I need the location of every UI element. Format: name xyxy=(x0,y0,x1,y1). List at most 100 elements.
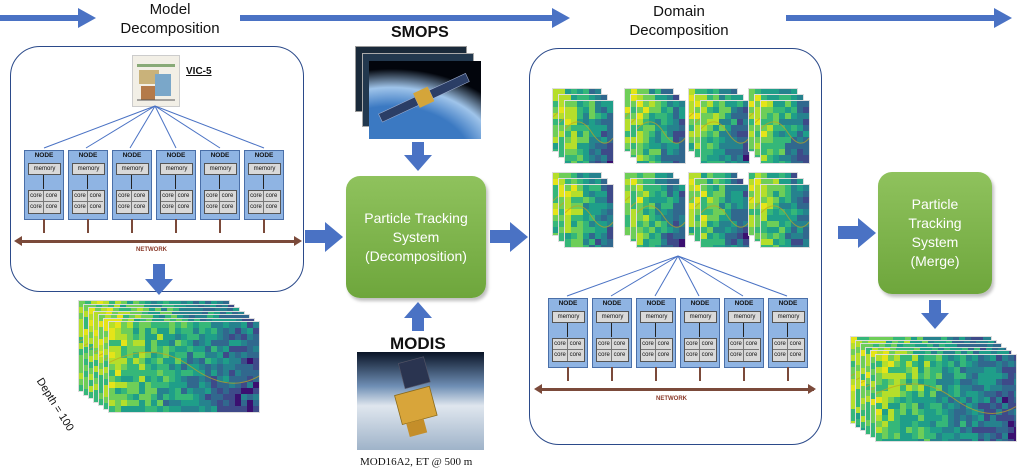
core-cell: core xyxy=(641,339,656,350)
top-arrow-2 xyxy=(240,15,552,21)
memory-block: memory xyxy=(160,163,193,175)
core-cell: core xyxy=(205,191,220,202)
memory-block: memory xyxy=(596,311,629,323)
node-label: NODE xyxy=(34,152,54,159)
top-arrow-1-head xyxy=(78,8,96,28)
modis-label: MODIS xyxy=(390,334,446,353)
core-cell: core xyxy=(161,191,176,202)
memory-core-link xyxy=(699,323,700,337)
top-arrow-1 xyxy=(0,15,78,21)
core-cell: core xyxy=(773,339,788,350)
subdomain-tile xyxy=(564,184,614,248)
modis-satellite-image xyxy=(357,352,484,450)
arrow-to-domain-panel xyxy=(490,222,528,252)
memory-block: memory xyxy=(684,311,717,323)
core-cell: core xyxy=(773,350,788,361)
left-node-network-link xyxy=(263,219,265,233)
node-label: NODE xyxy=(558,300,578,307)
smops-down-arrow xyxy=(404,142,432,171)
memory-core-link xyxy=(175,175,176,189)
memory-core-link xyxy=(567,323,568,337)
core-cell: core xyxy=(29,202,44,213)
node-label: NODE xyxy=(210,152,230,159)
subdomain-tile xyxy=(760,100,810,164)
subdomain-tile xyxy=(636,100,686,164)
core-cell: core xyxy=(88,191,103,202)
left-node-network-link xyxy=(131,219,133,233)
left-node-network-link xyxy=(175,219,177,233)
left-fanout-arrows xyxy=(43,105,265,149)
core-cell: core xyxy=(568,339,583,350)
core-cell: core xyxy=(264,191,279,202)
subdomain-tile xyxy=(564,100,614,164)
core-cell: core xyxy=(729,350,744,361)
core-cell: core xyxy=(220,191,235,202)
modis-caption: MOD16A2, ET @ 500 m xyxy=(360,456,473,468)
memory-block: memory xyxy=(248,163,281,175)
core-cell: core xyxy=(221,204,234,210)
memory-core-link xyxy=(87,175,88,189)
memory-core-link xyxy=(787,323,788,337)
core-cell: core xyxy=(117,202,132,213)
left-down-arrow xyxy=(145,264,173,295)
domain-decomposition-title: Domain Decomposition xyxy=(629,3,729,39)
core-cell: core xyxy=(553,350,568,361)
left-node-network-link xyxy=(87,219,89,233)
memory-block: memory xyxy=(72,163,105,175)
right-network-arrowheads xyxy=(534,384,816,394)
memory-core-link xyxy=(131,175,132,189)
particle-tracking-merge-box: Particle Tracking System (Merge) xyxy=(878,172,992,294)
memory-block: memory xyxy=(640,311,673,323)
right-node-network-link xyxy=(787,367,789,381)
right-node-network-link xyxy=(567,367,569,381)
core-cell: core xyxy=(685,339,700,350)
memory-core-link xyxy=(743,323,744,337)
top-arrow-3 xyxy=(786,15,996,21)
node-label: NODE xyxy=(734,300,754,307)
core-cell: core xyxy=(161,202,176,213)
modis-up-arrow xyxy=(404,302,432,331)
node-label: NODE xyxy=(778,300,798,307)
core-cell: core xyxy=(177,204,190,210)
core-cell: core xyxy=(176,191,191,202)
memory-block: memory xyxy=(204,163,237,175)
core-cell: core xyxy=(205,202,220,213)
core-cell: core xyxy=(656,339,671,350)
core-cell: core xyxy=(553,339,568,350)
right-network-bar xyxy=(538,388,814,391)
node-label: NODE xyxy=(166,152,186,159)
left-network-bar xyxy=(18,240,298,243)
left-node-network-link xyxy=(219,219,221,233)
subdomain-tile xyxy=(760,184,810,248)
core-cell: core xyxy=(29,191,44,202)
smops-label: SMOPS xyxy=(391,24,449,41)
core-cell: core xyxy=(701,352,714,358)
arrow-to-decomposition xyxy=(305,222,343,252)
memory-core-link xyxy=(263,175,264,189)
core-cell: core xyxy=(249,191,264,202)
right-node-network-link xyxy=(699,367,701,381)
right-node-network-link xyxy=(611,367,613,381)
core-cell: core xyxy=(132,191,147,202)
core-cell: core xyxy=(613,352,626,358)
core-cell: core xyxy=(789,352,802,358)
right-fanout-arrows xyxy=(566,255,788,297)
core-cell: core xyxy=(249,202,264,213)
core-cell: core xyxy=(73,191,88,202)
left-heatmap-layer xyxy=(108,321,260,413)
